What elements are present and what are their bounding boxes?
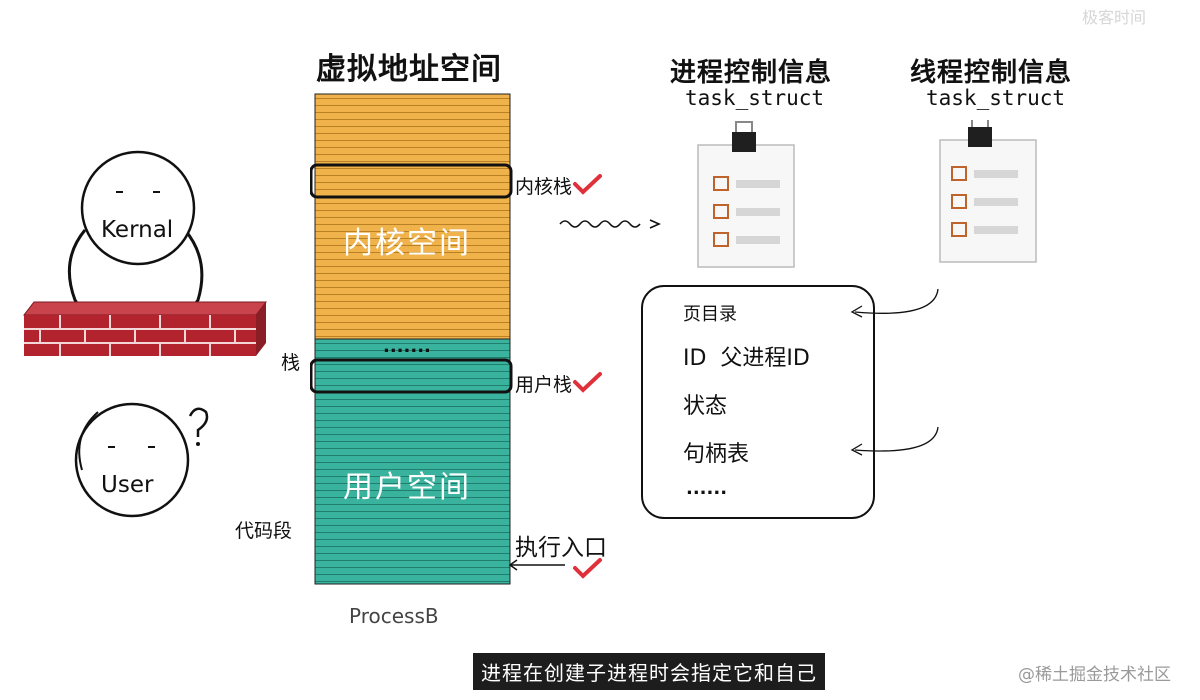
process-label: ProcessB [349, 604, 439, 628]
kernel-space-region [314, 93, 511, 340]
kernal-character [67, 150, 204, 317]
check-icon [573, 174, 602, 195]
user-stack-label: 用户栈 [515, 374, 573, 396]
user-label: User [101, 472, 154, 498]
site-watermark: @稀土掘金技术社区 [1018, 665, 1171, 685]
handle-table-label: 句柄表 [683, 442, 750, 467]
clipboards [697, 120, 1037, 268]
firewall-wall-icon [22, 301, 268, 356]
clipboard-icon [697, 121, 795, 268]
card-ellipsis: ...... [686, 478, 728, 499]
check-icon [573, 372, 602, 393]
code-segment-label: 代码段 [235, 520, 293, 542]
page-directory-label: 页目录 [683, 304, 737, 325]
user-space-region [314, 338, 511, 585]
kernel-stack-box [310, 163, 513, 199]
annotations-overlay [508, 174, 661, 579]
address-space-column [310, 93, 513, 585]
squiggle-arrow-icon [559, 220, 641, 228]
stack-label: 栈 [281, 352, 301, 374]
column-ellipsis: ....... [383, 336, 431, 357]
user-character [74, 402, 209, 518]
id-line-label: ID 父进程ID [683, 346, 810, 371]
thread-control-title: 线程控制信息 [910, 58, 1073, 88]
user-stack-box [310, 358, 513, 394]
kernal-label: Kernal [101, 217, 174, 243]
info-card-frame [641, 285, 939, 519]
kernel-stack-label: 内核栈 [515, 176, 573, 198]
process-task-struct: task_struct [685, 86, 825, 110]
clipboard-icon [939, 120, 1037, 263]
state-label: 状态 [683, 394, 728, 419]
kernel-space-label: 内核空间 [343, 226, 471, 261]
characters-illustration [22, 150, 268, 518]
thread-task-struct: task_struct [926, 86, 1066, 110]
address-space-title: 虚拟地址空间 [316, 52, 502, 87]
process-control-title: 进程控制信息 [670, 58, 833, 88]
user-space-label: 用户空间 [343, 470, 471, 505]
check-icon [573, 558, 602, 579]
entry-point-label: 执行入口 [515, 535, 607, 561]
video-subtitle: 进程在创建子进程时会指定它和自己 [473, 653, 825, 690]
top-watermark: 极客时间 [1082, 8, 1147, 27]
